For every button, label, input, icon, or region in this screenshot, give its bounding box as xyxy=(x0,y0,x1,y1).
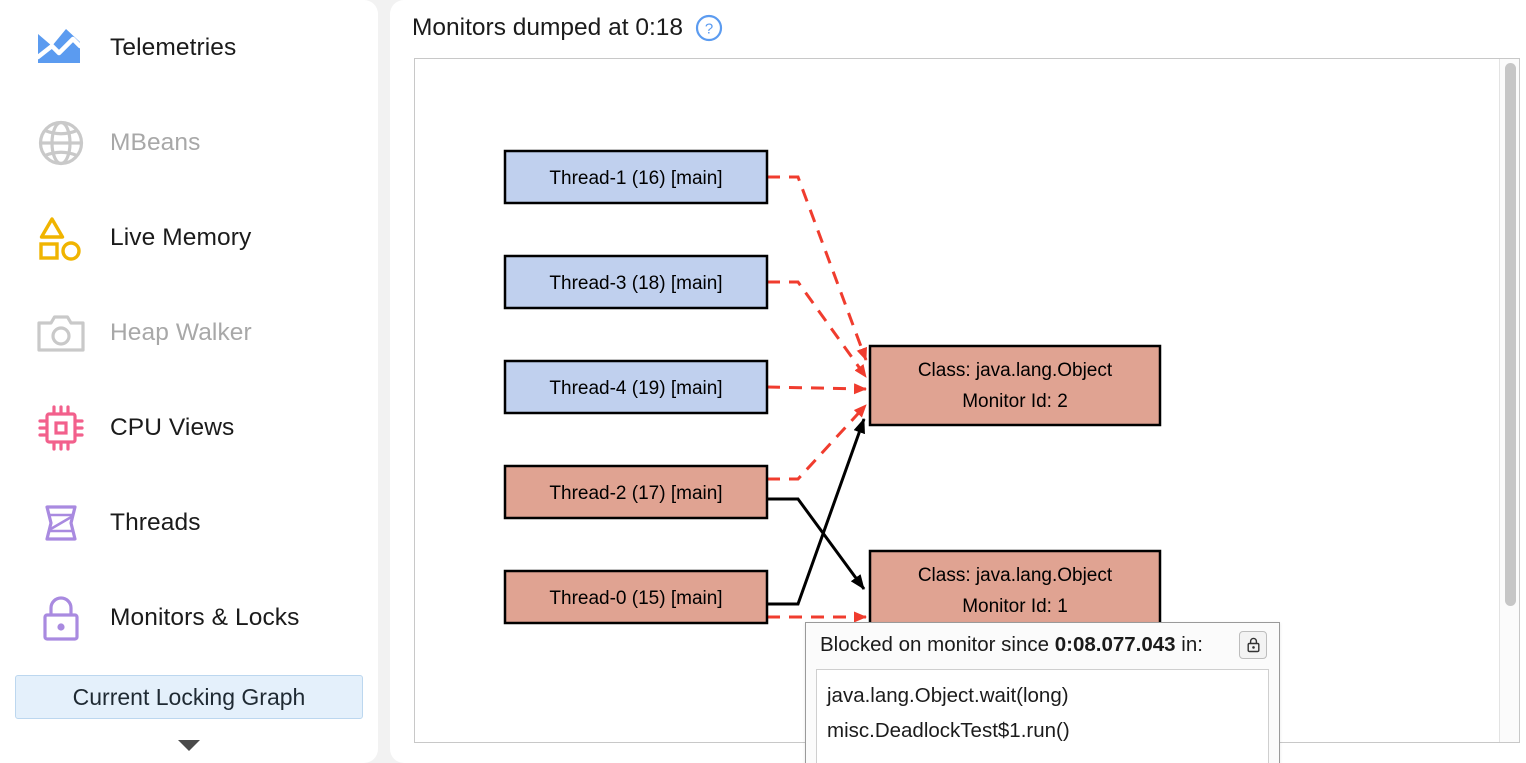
stack-line: java.lang.Object.wait(long) xyxy=(827,684,1069,707)
sidebar-item-label: MBeans xyxy=(110,129,201,156)
monitor-node-id: Monitor Id: 1 xyxy=(962,596,1068,617)
thread-node-label: Thread-3 (18) [main] xyxy=(549,273,722,294)
sidebar-item-label: Live Memory xyxy=(110,224,252,251)
thread-node-thread-0[interactable]: Thread-0 (15) [main] xyxy=(503,569,769,625)
sidebar-item-live-memory[interactable]: Live Memory xyxy=(0,196,378,280)
padlock-icon[interactable] xyxy=(1239,631,1267,659)
sidebar-item-telemetries[interactable]: Telemetries xyxy=(0,6,378,90)
monitor-node-id: Monitor Id: 2 xyxy=(962,391,1068,412)
tooltip-suffix: in: xyxy=(1175,633,1203,656)
sidebar-more-button[interactable] xyxy=(0,737,378,758)
edge-owned-t2-m1 xyxy=(767,497,866,590)
thread-node-thread-4[interactable]: Thread-4 (19) [main] xyxy=(503,359,769,415)
tooltip-time: 0:08.077.043 xyxy=(1054,633,1176,656)
sidebar-subitem-current-locking-graph[interactable]: Current Locking Graph xyxy=(15,675,363,719)
sidebar-item-label: Telemetries xyxy=(110,34,237,61)
tooltip-title: Blocked on monitor since 0:08.077.043 in… xyxy=(820,633,1239,657)
padlock-icon xyxy=(30,587,92,649)
sidebar-item-monitors-and-locks[interactable]: Monitors & Locks xyxy=(0,576,378,660)
main-card: Monitors dumped at 0:18 ? xyxy=(390,0,1526,763)
locking-graph-canvas[interactable]: Thread-1 (16) [main] Thread-3 (18) [main… xyxy=(415,59,1501,742)
sidebar-subitem-label: Current Locking Graph xyxy=(72,683,306,710)
thread-node-label: Thread-1 (16) [main] xyxy=(549,168,722,189)
vertical-scrollbar-thumb[interactable] xyxy=(1505,63,1516,606)
sidebar-item-threads[interactable]: Threads xyxy=(0,481,378,565)
monitor-node-2[interactable]: Class: java.lang.Object Monitor Id: 2 xyxy=(868,344,1162,427)
sidebar-item-label: Threads xyxy=(110,509,201,536)
stack-line: misc.DeadlockTest$1.run() xyxy=(827,719,1070,742)
graph-edges xyxy=(766,175,868,623)
monitor-node-class: Class: java.lang.Object xyxy=(918,360,1113,381)
thread-node-label: Thread-4 (19) [main] xyxy=(549,378,722,399)
globe-icon xyxy=(30,112,92,174)
sidebar-item-heap-walker[interactable]: Heap Walker xyxy=(0,291,378,375)
edge-owned-t0-m2 xyxy=(767,418,866,606)
thread-node-thread-1[interactable]: Thread-1 (16) [main] xyxy=(503,149,769,205)
thread-spool-icon xyxy=(30,492,92,554)
tooltip-stack-trace[interactable]: java.lang.Object.wait(long) misc.Deadloc… xyxy=(816,669,1269,763)
edge-waiting-t3-m2 xyxy=(767,280,868,378)
tooltip-prefix: Blocked on monitor since xyxy=(820,633,1055,656)
edge-waiting-t2-m2 xyxy=(767,403,868,481)
svg-text:?: ? xyxy=(705,21,713,38)
thread-node-thread-2[interactable]: Thread-2 (17) [main] xyxy=(503,464,769,520)
main-content: Monitors dumped at 0:18 ? xyxy=(378,0,1526,763)
telemetries-chart-icon xyxy=(30,17,92,79)
sidebar-item-label: Heap Walker xyxy=(110,319,252,346)
thread-node-label: Thread-0 (15) [main] xyxy=(549,588,722,609)
chevron-down-icon xyxy=(176,737,202,758)
graph-monitor-nodes: Class: java.lang.Object Monitor Id: 2 Cl… xyxy=(868,344,1162,632)
edge-waiting-t1-m2 xyxy=(767,175,868,361)
tooltip-header: Blocked on monitor since 0:08.077.043 in… xyxy=(806,623,1279,667)
cpu-chip-icon xyxy=(30,397,92,459)
thread-node-label: Thread-2 (17) [main] xyxy=(549,483,722,504)
graph-thread-nodes: Thread-1 (16) [main] Thread-3 (18) [main… xyxy=(503,149,769,625)
vertical-scrollbar[interactable] xyxy=(1499,59,1519,742)
sidebar-item-mbeans[interactable]: MBeans xyxy=(0,101,378,185)
help-circle-icon[interactable]: ? xyxy=(695,14,723,42)
sidebar: Telemetries MBeans xyxy=(0,0,378,763)
sidebar-item-label: CPU Views xyxy=(110,414,235,441)
sidebar-item-cpu-views[interactable]: CPU Views xyxy=(0,386,378,470)
monitor-tooltip: Blocked on monitor since 0:08.077.043 in… xyxy=(805,622,1280,763)
shapes-icon xyxy=(30,207,92,269)
edge-waiting-t4-m2 xyxy=(766,383,867,395)
view-header: Monitors dumped at 0:18 ? xyxy=(412,14,723,42)
page-title: Monitors dumped at 0:18 xyxy=(412,14,684,41)
monitor-node-class: Class: java.lang.Object xyxy=(918,565,1113,586)
thread-node-thread-3[interactable]: Thread-3 (18) [main] xyxy=(503,254,769,310)
monitor-node-1[interactable]: Class: java.lang.Object Monitor Id: 1 xyxy=(868,549,1162,632)
camera-icon xyxy=(30,302,92,364)
sidebar-item-label: Monitors & Locks xyxy=(110,604,300,631)
